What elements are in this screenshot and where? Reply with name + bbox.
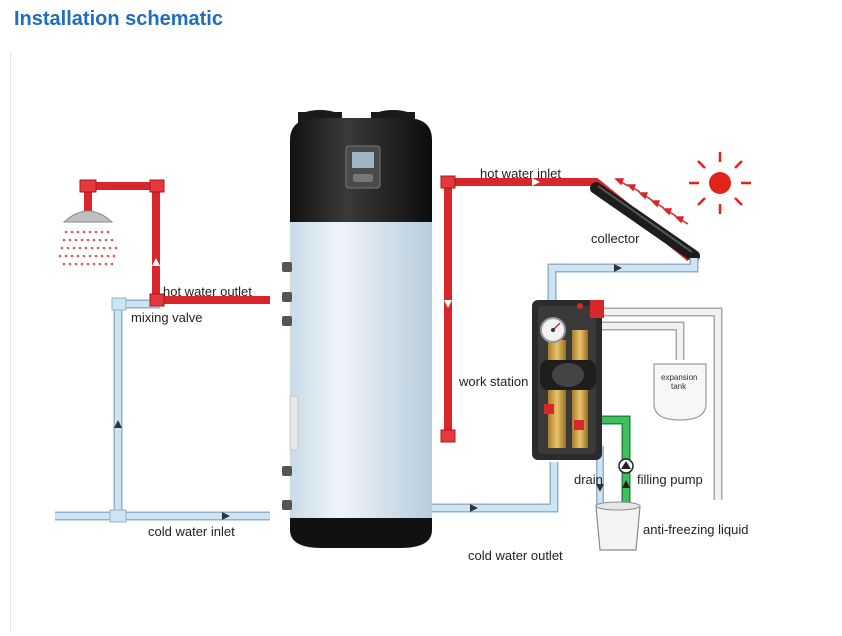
flow-arrow-icon [114, 420, 122, 428]
cold-water-inlet-pipe [55, 297, 270, 523]
flow-arrow-icon [596, 484, 604, 492]
label-cold-water-inlet: cold water inlet [148, 524, 235, 539]
flow-arrow-icon [614, 264, 622, 272]
collector-return-pipe [547, 258, 699, 304]
expansion-pipe [596, 307, 723, 500]
label-work-station: work station [458, 374, 528, 389]
flow-arrow-icon [152, 258, 160, 266]
flow-arrow-icon [222, 512, 230, 520]
page-title: Installation schematic [14, 8, 223, 30]
solar-collector [590, 182, 700, 262]
label-mixing-valve: mixing valve [131, 310, 203, 325]
flow-arrow-icon [532, 178, 540, 186]
label-anti-freezing-liquid: anti-freezing liquid [643, 522, 749, 537]
label-drain: drain [574, 472, 603, 487]
label-cold-water-outlet: cold water outlet [468, 548, 563, 563]
work-station-unit [532, 300, 604, 460]
flow-arrow-icon [622, 480, 630, 488]
label-hot-water-outlet: hot water outlet [163, 284, 252, 299]
shower-icon [58, 210, 118, 266]
flow-arrow-icon [470, 504, 478, 512]
sunlight-arrows [614, 178, 689, 225]
hot-water-outlet-pipe [79, 179, 270, 307]
sun-icon [689, 152, 751, 214]
label-expansion-tank-2: tank [671, 382, 687, 391]
cold-water-outlet-pipe [432, 462, 559, 513]
pump-symbol-icon [618, 458, 634, 474]
label-expansion-tank: expansion [661, 373, 697, 382]
flow-arrow-icon [444, 300, 452, 308]
pressure-gauge-icon [540, 317, 566, 343]
liquid-bucket [595, 501, 641, 551]
label-filling-pump: filling pump [637, 472, 703, 487]
heat-pump-water-heater [282, 110, 432, 548]
expansion-tank [653, 363, 707, 421]
label-hot-water-inlet: hot water inlet [480, 166, 561, 181]
label-collector: collector [591, 231, 640, 246]
